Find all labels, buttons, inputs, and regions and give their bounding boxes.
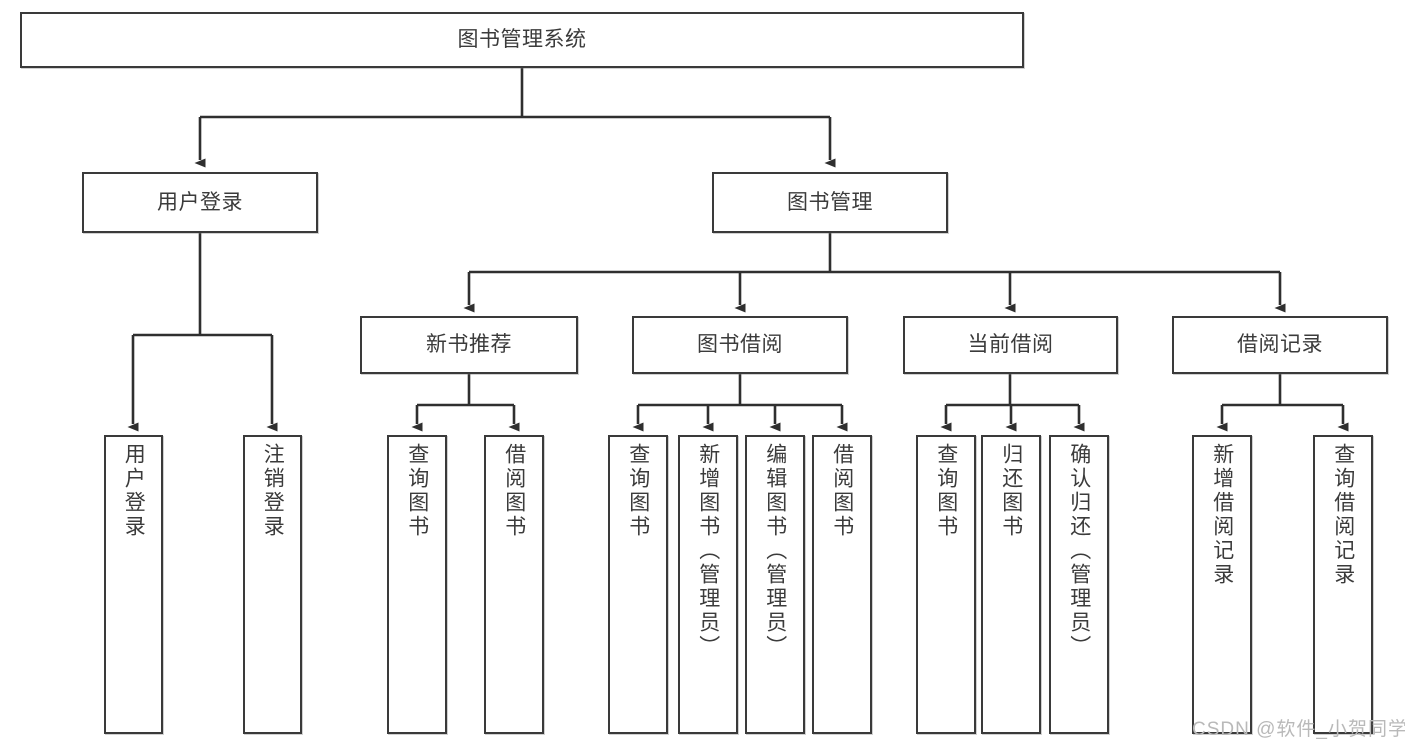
node-book-borrow-label: 图书借阅 — [697, 333, 783, 357]
node-user-login-label: 用户登录 — [157, 190, 243, 214]
node-borrow-record-label: 借阅记录 — [1237, 333, 1323, 357]
node-add-book-admin-label: 新增图书（管理员） — [696, 443, 720, 659]
node-add-borrow-record[interactable]: 新增借阅记录 — [1192, 435, 1252, 734]
node-add-borrow-record-label: 新增借阅记录 — [1210, 443, 1234, 587]
node-return-book-label: 归还图书 — [999, 443, 1023, 539]
node-root[interactable]: 图书管理系统 — [20, 12, 1024, 68]
node-borrow-book-recommend[interactable]: 借阅图书 — [484, 435, 544, 734]
node-user-login-leaf-label: 用户登录 — [122, 443, 146, 539]
node-current-borrow[interactable]: 当前借阅 — [903, 316, 1118, 374]
node-root-label: 图书管理系统 — [457, 28, 587, 52]
node-query-book-current-label: 查询图书 — [934, 443, 958, 539]
node-book-management-label: 图书管理 — [787, 190, 873, 214]
node-borrow-book[interactable]: 借阅图书 — [812, 435, 872, 734]
node-new-book-recommend[interactable]: 新书推荐 — [360, 316, 578, 374]
node-query-book-current[interactable]: 查询图书 — [916, 435, 976, 734]
node-book-management[interactable]: 图书管理 — [712, 172, 948, 233]
node-query-book-borrow[interactable]: 查询图书 — [608, 435, 668, 734]
node-borrow-record[interactable]: 借阅记录 — [1172, 316, 1388, 374]
node-book-borrow[interactable]: 图书借阅 — [632, 316, 848, 374]
node-query-borrow-record[interactable]: 查询借阅记录 — [1313, 435, 1373, 734]
watermark: CSDN @软件_小贺同学 — [1192, 719, 1405, 740]
node-user-login-leaf[interactable]: 用户登录 — [104, 435, 163, 734]
node-edit-book-admin[interactable]: 编辑图书（管理员） — [745, 435, 805, 734]
node-query-book-recommend-label: 查询图书 — [405, 443, 429, 539]
node-query-borrow-record-label: 查询借阅记录 — [1331, 443, 1355, 587]
node-return-book[interactable]: 归还图书 — [981, 435, 1041, 734]
node-add-book-admin[interactable]: 新增图书（管理员） — [678, 435, 738, 734]
node-confirm-return-admin-label: 确认归还（管理员） — [1067, 443, 1091, 659]
node-edit-book-admin-label: 编辑图书（管理员） — [763, 443, 787, 659]
node-user-login[interactable]: 用户登录 — [82, 172, 318, 233]
node-borrow-book-label: 借阅图书 — [830, 443, 854, 539]
node-query-book-recommend[interactable]: 查询图书 — [387, 435, 447, 734]
node-current-borrow-label: 当前借阅 — [967, 333, 1054, 357]
node-new-book-recommend-label: 新书推荐 — [426, 333, 512, 357]
node-confirm-return-admin[interactable]: 确认归还（管理员） — [1049, 435, 1109, 734]
node-borrow-book-recommend-label: 借阅图书 — [502, 443, 526, 539]
node-logout-leaf-label: 注销登录 — [261, 443, 285, 539]
node-query-book-borrow-label: 查询图书 — [626, 443, 650, 539]
node-logout-leaf[interactable]: 注销登录 — [243, 435, 302, 734]
